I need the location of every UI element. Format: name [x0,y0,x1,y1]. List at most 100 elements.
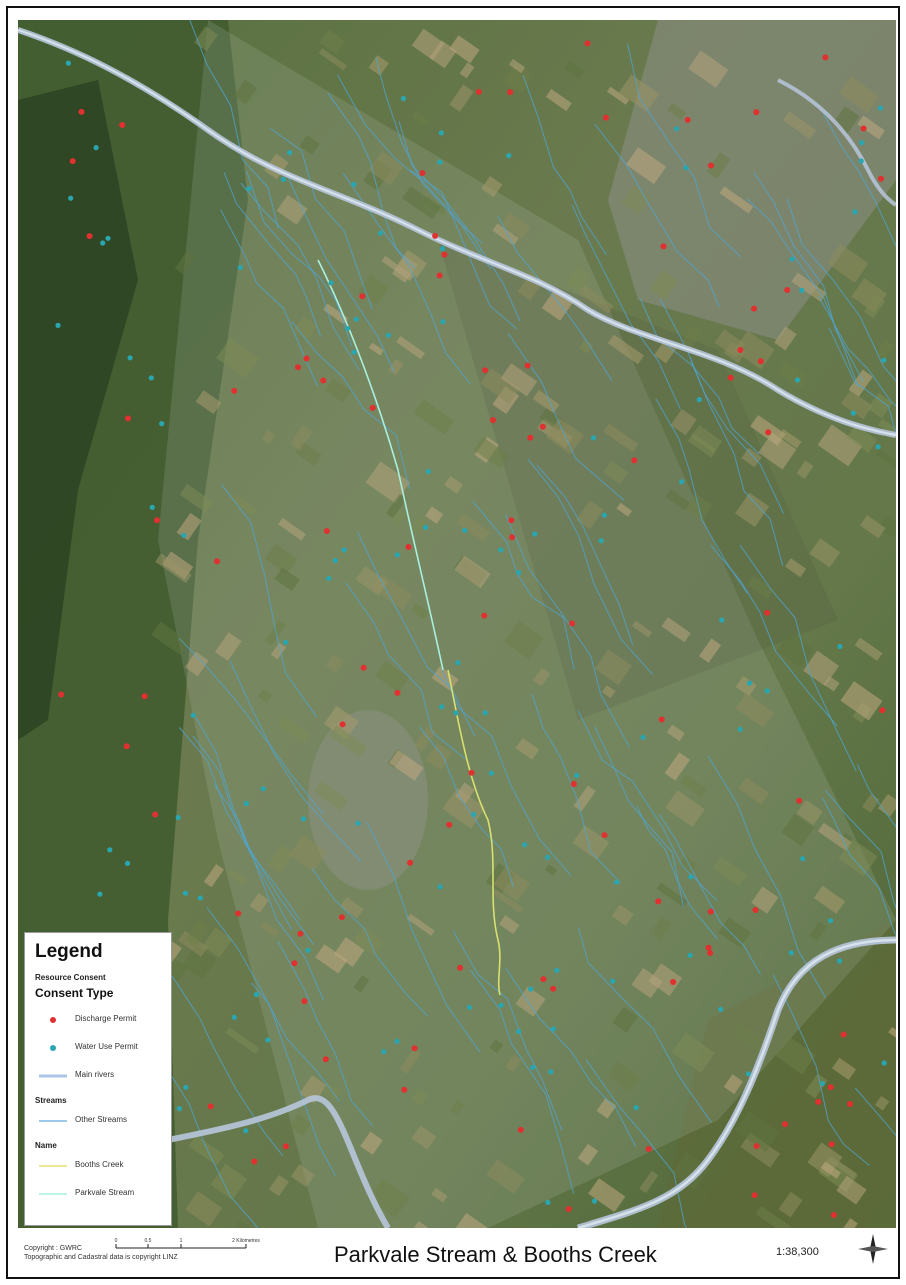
discharge-permit-point[interactable] [282,1143,289,1150]
discharge-permit-point[interactable] [603,114,609,121]
discharge-permit-point[interactable] [508,517,515,524]
discharge-permit-point[interactable] [539,423,546,430]
water-use-permit-point[interactable] [253,991,259,998]
water-use-permit-point[interactable] [326,575,332,582]
water-use-permit-point[interactable] [341,547,347,553]
discharge-permit-point[interactable] [338,914,345,921]
water-use-permit-point[interactable] [438,130,444,136]
water-use-permit-point[interactable] [159,421,165,427]
discharge-permit-point[interactable] [369,404,376,411]
water-use-permit-point[interactable] [355,820,361,826]
discharge-permit-point[interactable] [527,434,534,441]
discharge-permit-point[interactable] [840,1031,847,1038]
water-use-permit-point[interactable] [183,1084,189,1090]
water-use-permit-point[interactable] [522,842,528,848]
discharge-permit-point[interactable] [436,272,443,279]
water-use-permit-point[interactable] [528,986,534,992]
discharge-permit-point[interactable] [320,377,327,384]
water-use-permit-point[interactable] [837,643,843,650]
water-use-permit-point[interactable] [68,195,74,201]
discharge-permit-point[interactable] [705,944,712,951]
water-use-permit-point[interactable] [550,1026,557,1032]
discharge-permit-point[interactable] [154,517,160,524]
discharge-permit-point[interactable] [481,612,488,619]
discharge-permit-point[interactable] [419,170,426,176]
water-use-permit-point[interactable] [764,688,770,694]
water-use-permit-point[interactable] [554,967,560,974]
water-use-permit-point[interactable] [745,1071,752,1077]
water-use-permit-point[interactable] [852,209,858,215]
water-use-permit-point[interactable] [377,230,384,236]
water-use-permit-point[interactable] [837,958,843,964]
water-use-permit-point[interactable] [190,712,196,718]
water-use-permit-point[interactable] [679,479,685,485]
water-use-permit-point[interactable] [437,159,443,165]
discharge-permit-point[interactable] [507,89,514,96]
water-use-permit-point[interactable] [471,811,477,818]
water-use-permit-point[interactable] [859,140,865,146]
discharge-permit-point[interactable] [751,305,757,312]
discharge-permit-point[interactable] [401,1086,408,1093]
water-use-permit-point[interactable] [601,512,608,518]
water-use-permit-point[interactable] [462,527,468,533]
discharge-permit-point[interactable] [303,355,310,362]
water-use-permit-point[interactable] [590,435,597,441]
water-use-permit-point[interactable] [453,710,459,716]
discharge-permit-point[interactable] [432,232,439,239]
discharge-permit-point[interactable] [394,689,401,696]
discharge-permit-point[interactable] [411,1045,418,1052]
discharge-permit-point[interactable] [360,664,367,671]
discharge-permit-point[interactable] [123,743,130,750]
water-use-permit-point[interactable] [265,1037,271,1043]
water-use-permit-point[interactable] [737,726,743,732]
water-use-permit-point[interactable] [799,287,805,293]
water-use-permit-point[interactable] [93,145,99,151]
discharge-permit-point[interactable] [446,821,453,828]
water-use-permit-point[interactable] [455,660,461,666]
water-use-permit-point[interactable] [124,860,131,867]
discharge-permit-point[interactable] [407,859,414,866]
discharge-permit-point[interactable] [684,116,691,123]
discharge-permit-point[interactable] [251,1158,258,1165]
discharge-permit-point[interactable] [670,979,677,985]
water-use-permit-point[interactable] [351,349,357,355]
discharge-permit-point[interactable] [152,811,159,818]
water-use-permit-point[interactable] [127,355,133,361]
water-use-permit-point[interactable] [877,105,884,111]
discharge-permit-point[interactable] [796,797,803,804]
water-use-permit-point[interactable] [381,1049,387,1055]
discharge-permit-point[interactable] [815,1098,822,1105]
discharge-permit-point[interactable] [707,908,714,915]
discharge-permit-point[interactable] [405,544,412,550]
water-use-permit-point[interactable] [197,895,203,901]
discharge-permit-point[interactable] [524,362,531,369]
discharge-permit-point[interactable] [570,781,577,787]
water-use-permit-point[interactable] [107,847,113,853]
water-use-permit-point[interactable] [828,918,834,924]
water-use-permit-point[interactable] [181,532,187,538]
discharge-permit-point[interactable] [765,429,772,436]
water-use-permit-point[interactable] [237,264,243,271]
discharge-permit-point[interactable] [753,1143,760,1150]
discharge-permit-point[interactable] [752,907,759,913]
discharge-permit-point[interactable] [751,1192,758,1199]
water-use-permit-point[interactable] [683,165,689,171]
water-use-permit-point[interactable] [280,176,287,182]
water-use-permit-point[interactable] [300,816,307,822]
discharge-permit-point[interactable] [660,243,667,250]
discharge-permit-point[interactable] [584,40,591,47]
water-use-permit-point[interactable] [687,952,693,958]
water-use-permit-point[interactable] [696,397,702,403]
discharge-permit-point[interactable] [235,910,242,917]
discharge-permit-point[interactable] [69,158,76,165]
discharge-permit-point[interactable] [860,125,867,132]
water-use-permit-point[interactable] [789,256,795,262]
water-use-permit-point[interactable] [55,322,61,328]
discharge-permit-point[interactable] [830,1212,837,1218]
discharge-permit-point[interactable] [231,387,238,394]
discharge-permit-point[interactable] [737,347,744,353]
discharge-permit-point[interactable] [119,122,126,128]
discharge-permit-point[interactable] [141,693,148,700]
water-use-permit-point[interactable] [482,710,488,716]
water-use-permit-point[interactable] [800,856,806,862]
